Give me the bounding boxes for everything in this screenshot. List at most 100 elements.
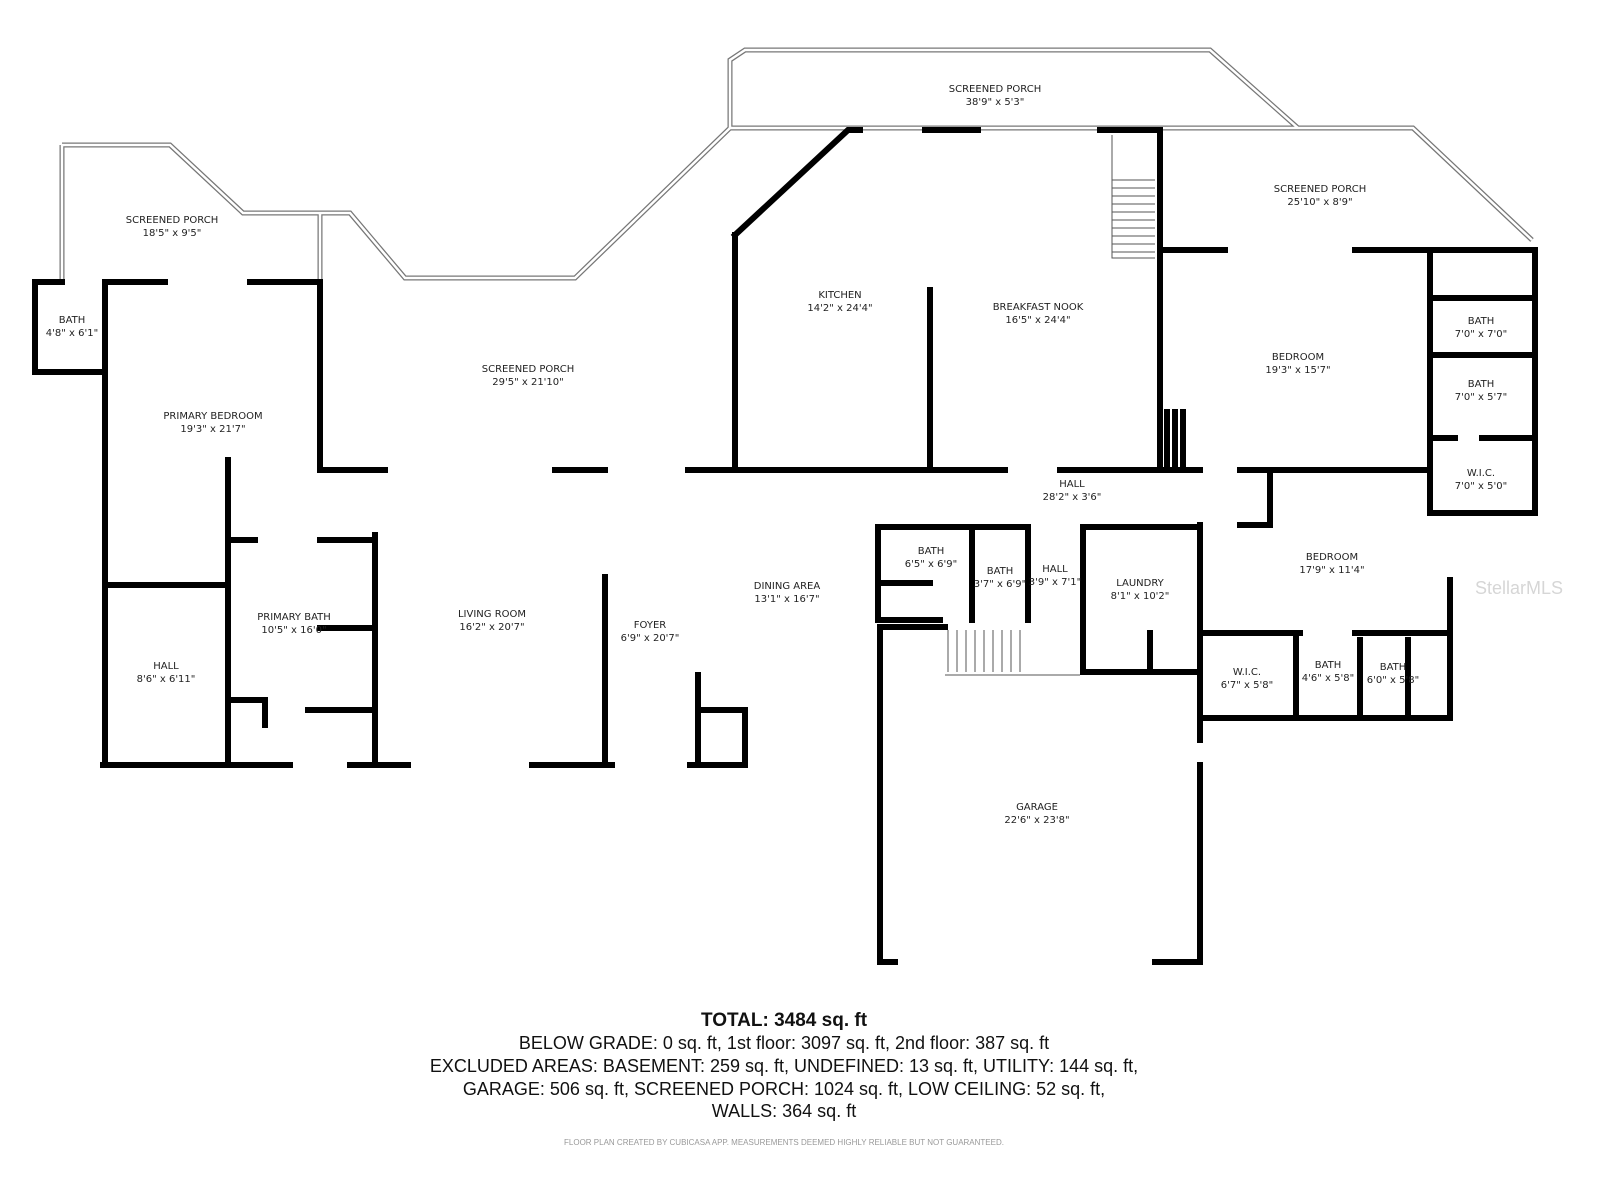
room-name: HALL [1042,564,1068,575]
room-name: KITCHEN [818,290,862,301]
room-label: SCREENED PORCH 38'9" x 5'3" [949,83,1041,109]
wall [247,279,385,473]
room-name: DINING AREA [753,581,821,592]
watermark-logo: StellarMLS [1475,578,1564,598]
room-name: BATH [917,546,945,557]
room-label: BEDROOM 19'3" x 15'7" [1265,351,1330,377]
room-label: GARAGE 22'6" x 23'8" [1004,801,1069,827]
room-dimensions: 4'8" x 6'1" [45,328,99,339]
room-dimensions: 7'0" x 5'7" [1454,392,1508,403]
porch-screen-inner [1298,126,1533,241]
room-name: GARAGE [1016,802,1058,813]
room-label: BATH 3'7" x 6'9" [974,565,1026,591]
porch-screen [62,126,732,281]
room-dimensions: 29'5" x 21'10" [492,377,564,388]
room-name: BREAKFAST NOOK [992,302,1084,313]
room-label: SCREENED PORCH 25'10" x 8'9" [1274,183,1366,209]
room-name: HALL [153,661,179,672]
wall [730,127,863,240]
room-label: BATH 4'8" x 6'1" [46,314,98,340]
room-dimensions: 19'3" x 21'7" [180,424,246,435]
area-line-1: BELOW GRADE: 0 sq. ft, 1st floor: 3097 s… [518,1033,1050,1053]
wall [877,624,898,965]
wall [1152,762,1203,965]
room-label: BREAKFAST NOOK 16'5" x 24'4" [993,301,1084,327]
area-line-4: WALLS: 364 sq. ft [711,1101,857,1121]
room-name: BEDROOM [1271,352,1325,363]
room-label: LIVING ROOM 16'2" x 20'7" [458,608,526,634]
room-dimensions: 13'1" x 16'7" [754,594,820,605]
wall [32,279,108,375]
room-label: DINING AREA 13'1" x 16'7" [754,580,820,606]
room-dimensions: 7'0" x 7'0" [1454,329,1508,340]
room-dimensions: 10'5" x 16'0" [261,625,327,636]
porch-screens [59,47,1534,282]
wall [1080,524,1153,675]
room-name: HALL [1059,479,1085,490]
room-dimensions: 16'2" x 20'7" [459,622,525,633]
room-label: SCREENED PORCH 18'5" x 9'5" [126,214,218,240]
room-label: PRIMARY BATH 10'5" x 16'0" [257,611,331,637]
room-name: BATH [1467,316,1495,327]
wall [1237,472,1273,528]
wall [1097,127,1163,473]
room-name: SCREENED PORCH [481,364,575,375]
room-label: FOYER 6'9" x 20'7" [621,619,680,645]
room-dimensions: 6'7" x 5'8" [1220,680,1274,691]
room-name: BATH [1314,660,1342,671]
room-dimensions: 25'10" x 8'9" [1287,197,1353,208]
room-name: BATH [986,566,1014,577]
room-dimensions: 6'5" x 6'9" [904,559,958,570]
room-label: LAUNDRY 8'1" x 10'2" [1111,577,1170,603]
room-dimensions: 22'6" x 23'8" [1004,815,1070,826]
room-name: LIVING ROOM [457,609,527,620]
room-name: SCREENED PORCH [1273,184,1367,195]
walls [32,127,1538,965]
room-dimensions: 3'9" x 7'1" [1028,577,1082,588]
porch-screen-inner [728,48,1299,129]
room-label: PRIMARY BEDROOM 19'3" x 21'7" [163,410,262,436]
room-dimensions: 8'6" x 6'11" [136,674,196,685]
room-label: SCREENED PORCH 29'5" x 21'10" [482,363,574,389]
wall [1197,577,1453,721]
room-dimensions: 38'9" x 5'3" [965,97,1025,108]
room-dimensions: 4'6" x 5'8" [1301,673,1355,684]
room-dimensions: 6'0" x 5'8" [1366,675,1420,686]
room-name: BATH [58,315,86,326]
room-name: FOYER [633,620,667,631]
area-line-3: GARAGE: 506 sq. ft, SCREENED PORCH: 1024… [462,1079,1106,1099]
room-label: KITCHEN 14'2" x 24'4" [807,289,872,315]
room-dimensions: 7'0" x 5'0" [1454,481,1508,492]
room-dimensions: 3'7" x 6'9" [973,579,1027,590]
room-dimensions: 6'9" x 20'7" [620,633,680,644]
room-dimensions: 18'5" x 9'5" [142,228,202,239]
room-name: SCREENED PORCH [948,84,1042,95]
wall [1352,247,1538,516]
wall [687,707,748,768]
room-label: W.I.C.7'0" x 5'0" [1455,467,1507,493]
room-label: HALL 8'6" x 6'11" [137,660,196,686]
room-dimensions: 19'3" x 15'7" [1265,365,1331,376]
room-name: LAUNDRY [1116,578,1164,589]
credit-note: FLOOR PLAN CREATED BY CUBICASA APP. MEAS… [564,1138,1004,1147]
room-dimensions: 14'2" x 24'4" [807,303,873,314]
room-dimensions: 17'9" x 11'4" [1299,565,1365,576]
room-label: BATH 6'0" x 5'8" [1367,661,1419,687]
stair-outline [1111,135,1155,259]
room-label: W.I.C. 6'7" x 5'8" [1221,666,1273,692]
room-label: BATH 4'6" x 5'8" [1302,659,1354,685]
room-name: W.I.C. [1232,667,1262,678]
room-dimensions: 8'1" x 10'2" [1110,591,1170,602]
area-line-2: EXCLUDED AREAS: BASEMENT: 259 sq. ft, UN… [429,1056,1139,1076]
room-name: SCREENED PORCH [125,215,219,226]
room-name: PRIMARY BEDROOM [163,411,263,422]
room-name: PRIMARY BATH [257,612,331,623]
porch-screen-inner [62,127,731,280]
total-area: TOTAL: 3484 sq. ft [700,1010,868,1031]
room-label: HALL 3'9" x 7'1" [1029,563,1081,589]
room-dimensions: 16'5" x 24'4" [1005,315,1071,326]
room-label: BATH 7'0" x 7'0" [1455,315,1507,341]
room-name: BATH [1379,662,1407,673]
